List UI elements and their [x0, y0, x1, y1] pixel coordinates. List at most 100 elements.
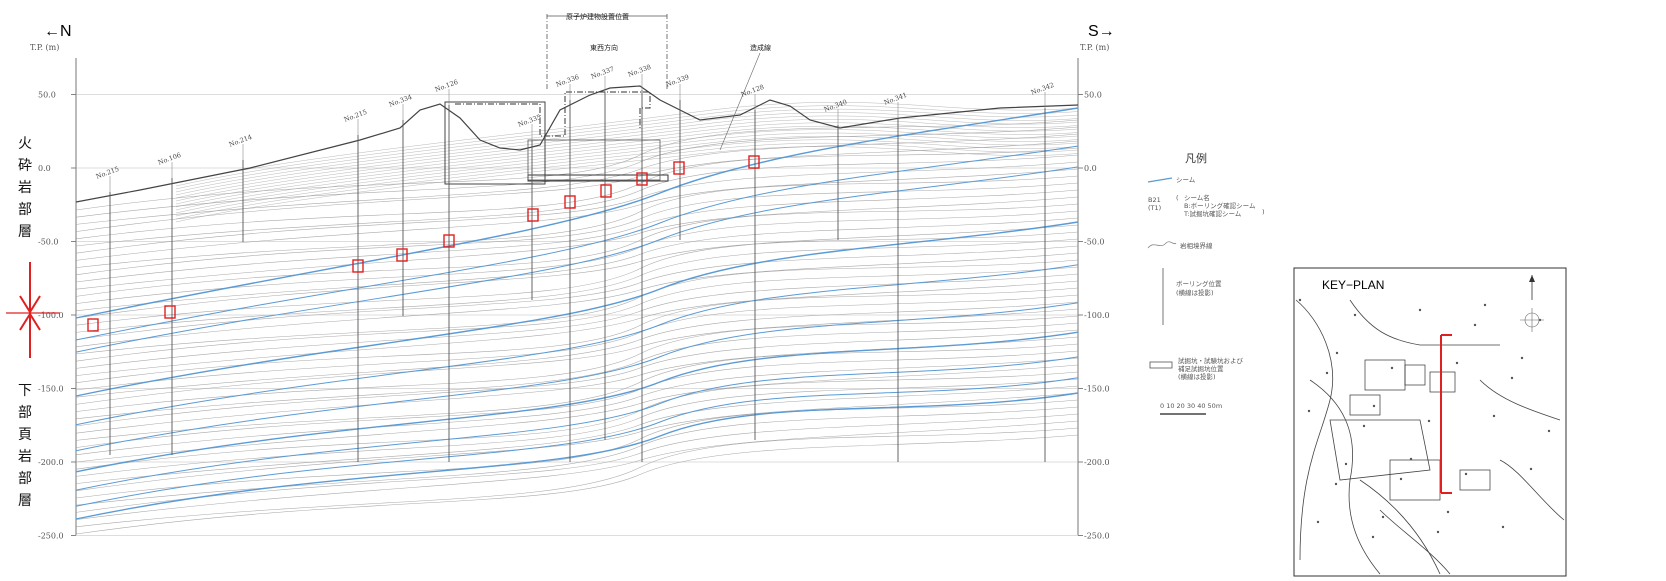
- strata-line: [75, 161, 1079, 254]
- test-pit-outline-left: [444, 101, 546, 185]
- seam-line: [75, 145, 1079, 341]
- elevation-tick-label-right: -150.0: [1084, 385, 1110, 394]
- key-plan-contour: [1309, 379, 1381, 575]
- key-plan-dot: [1399, 477, 1403, 481]
- borehole-label: No.335: [517, 113, 542, 129]
- key-plan-dot: [1501, 525, 1505, 529]
- elevation-tick-label-left: -250.0: [38, 532, 64, 541]
- elevation-tick-label-right: -200.0: [1084, 458, 1110, 467]
- legend-test-pit-swatch: [1149, 361, 1173, 369]
- key-plan-contour: [1379, 509, 1451, 575]
- south-direction-label: S→: [1088, 23, 1115, 40]
- legend-seam-swatch: [1147, 177, 1173, 183]
- borehole-lines: No.215No.106No.214No.215No.334No.126No.3…: [95, 63, 1055, 462]
- borehole-label: No.128: [740, 83, 765, 99]
- elevation-tick-label-right: -100.0: [1084, 311, 1110, 320]
- key-plan-dot: [1547, 429, 1551, 433]
- boundary-arrow-down-head: [19, 295, 41, 314]
- legend-title: 凡例: [1185, 151, 1207, 165]
- key-plan-dot: [1520, 356, 1524, 360]
- strata-line: [75, 406, 1079, 506]
- key-plan-title: KEY−PLAN: [1322, 278, 1384, 292]
- borehole-label: No.338: [627, 63, 652, 79]
- reactor-building-label: 原子炉建物設置位置: [566, 12, 629, 21]
- seam-highlight-marker: [443, 234, 455, 248]
- strata-lines: [75, 102, 1079, 535]
- key-plan-building: [1404, 364, 1426, 386]
- strata-line: [175, 139, 1079, 217]
- legend-paren-close: ): [1262, 208, 1265, 216]
- strata-line: [175, 132, 1079, 211]
- strata-line: [175, 108, 1079, 190]
- key-plan-contour: [1329, 419, 1431, 481]
- elevation-tick-label-left: -150.0: [38, 385, 64, 394]
- fill-line-label: 造成線: [750, 43, 771, 52]
- strata-line: [75, 413, 1079, 513]
- strata-line: [75, 399, 1079, 499]
- strata-line: [75, 301, 1079, 398]
- seam-highlight-marker: [164, 305, 176, 319]
- strata-line: [75, 322, 1079, 420]
- north-direction-label: ←N: [44, 23, 72, 40]
- seam-line: [75, 264, 1079, 426]
- tp-label-left: T.P. (m): [30, 43, 59, 52]
- legend-test-pit-text-2: 補足試掘坑位置: [1178, 364, 1224, 373]
- legend-paren-open: (: [1176, 194, 1179, 202]
- strata-line: [75, 385, 1079, 484]
- key-plan-dot: [1381, 515, 1385, 519]
- legend-seam-name-b: B:ボーリング確認シーム: [1184, 201, 1256, 210]
- seam-line: [75, 166, 1079, 353]
- key-plan-dot: [1492, 414, 1496, 418]
- seam-highlight-marker: [748, 155, 760, 169]
- legend-seam-name-t: T:試掘坑確認シーム: [1183, 209, 1242, 218]
- key-plan-dot: [1455, 361, 1459, 365]
- legend-test-pit-note: (横線は投影): [1178, 372, 1216, 381]
- strata-line: [75, 175, 1079, 268]
- strata-line: [75, 147, 1079, 240]
- strata-line: [75, 210, 1079, 304]
- key-plan-dot: [1307, 409, 1311, 413]
- legend-seam-code-t: (T1): [1148, 204, 1161, 212]
- fill-line-leader: [719, 52, 761, 151]
- seam-line: [75, 302, 1079, 452]
- strata-line: [75, 350, 1079, 448]
- key-plan-dot: [1362, 424, 1366, 428]
- strata-line: [75, 420, 1079, 520]
- strata-line: [75, 364, 1079, 463]
- strata-line: [75, 140, 1079, 232]
- key-plan-dot: [1344, 462, 1348, 466]
- strata-line: [175, 119, 1079, 199]
- key-plan-dot: [1473, 323, 1477, 327]
- borehole-label: No.337: [590, 65, 615, 81]
- svg-text:下部頁岩部層: 下部頁岩部層: [18, 383, 32, 509]
- seam-line: [75, 221, 1079, 397]
- boundary-arrow-up-head: [19, 312, 41, 331]
- strata-line: [75, 392, 1079, 492]
- seam-highlight-marker: [564, 195, 576, 209]
- strata-line: [175, 129, 1079, 208]
- strata-line: [175, 112, 1079, 193]
- elevation-tick-label-right: -50.0: [1084, 238, 1105, 247]
- key-plan-dot: [1335, 351, 1339, 355]
- tp-label-right: T.P. (m): [1080, 43, 1109, 52]
- elevation-ticks-left: 50.00.0-50.0-100.0-150.0-200.0-250.0: [38, 91, 76, 541]
- strata-line: [75, 238, 1079, 333]
- strata-line: [75, 231, 1079, 326]
- strata-line: [175, 115, 1079, 196]
- borehole-label: No.214: [228, 133, 253, 149]
- key-plan-building: [1429, 371, 1456, 393]
- seam-line: [75, 377, 1079, 507]
- elevation-tick-label-left: 50.0: [38, 91, 56, 100]
- north-arrow-icon: [1529, 275, 1535, 282]
- key-plan-dot: [1390, 366, 1394, 370]
- legend-seam-text: シーム: [1176, 176, 1196, 184]
- strata-line: [75, 196, 1079, 290]
- seam-lines: [75, 107, 1079, 520]
- strata-line: [175, 142, 1079, 220]
- strata-line: [75, 280, 1079, 376]
- strata-line: [75, 434, 1079, 535]
- strata-line: [75, 259, 1079, 355]
- key-plan-dot: [1436, 530, 1440, 534]
- borehole-label: No.126: [434, 78, 459, 94]
